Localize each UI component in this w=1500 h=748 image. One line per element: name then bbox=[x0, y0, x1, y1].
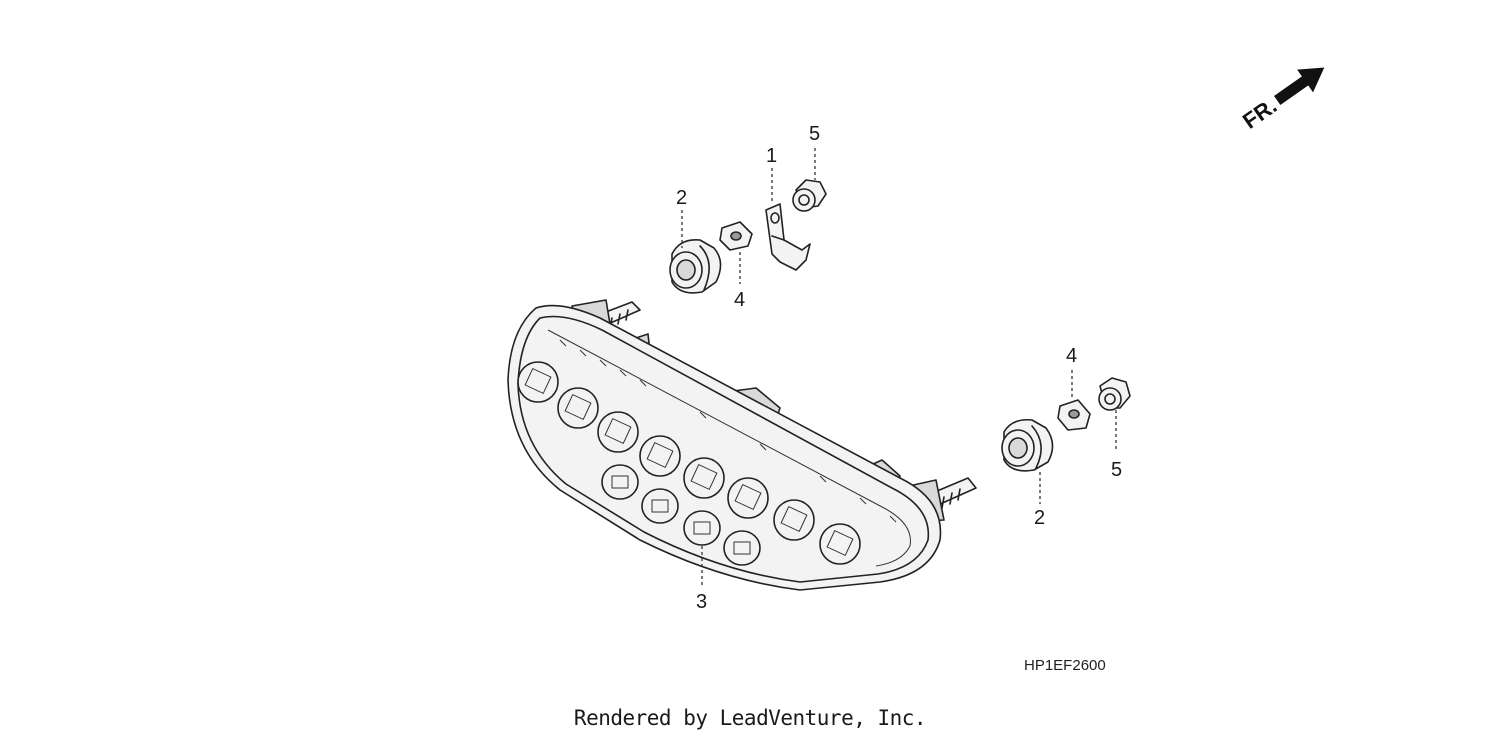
callout-part-4-upper[interactable]: 4 bbox=[734, 289, 745, 311]
direction-label: FR. bbox=[1238, 93, 1281, 134]
washer-plate-upper bbox=[719, 221, 753, 251]
callout-part-1[interactable]: 1 bbox=[766, 145, 777, 167]
taillight-assembly bbox=[507, 299, 977, 591]
led-pods-upper-row bbox=[517, 361, 861, 565]
callout-part-5-lower[interactable]: 5 bbox=[1111, 459, 1122, 481]
callout-part-4-lower[interactable]: 4 bbox=[1066, 345, 1077, 367]
callout-part-3[interactable]: 3 bbox=[696, 591, 707, 613]
led-pods-lower-row bbox=[601, 464, 761, 566]
front-arrow-icon bbox=[1274, 67, 1325, 105]
washer-plate-lower bbox=[1057, 399, 1091, 431]
mounting-bracket bbox=[765, 203, 811, 271]
leader-lines bbox=[681, 148, 1117, 588]
front-direction-indicator: FR. bbox=[1238, 67, 1325, 134]
callout-part-2-lower[interactable]: 2 bbox=[1034, 507, 1045, 529]
flange-nut-lower bbox=[1098, 377, 1131, 411]
rubber-grommet-lower bbox=[1001, 418, 1054, 472]
callout-part-2-upper[interactable]: 2 bbox=[676, 187, 687, 209]
render-credit: Rendered by LeadVenture, Inc. bbox=[573, 706, 927, 730]
callout-part-5-upper[interactable]: 5 bbox=[809, 123, 820, 145]
diagram-code: HP1EF2600 bbox=[1024, 657, 1106, 674]
flange-nut-upper bbox=[792, 179, 827, 212]
rubber-grommet-upper bbox=[669, 238, 722, 294]
callout-numbers: 1 5 2 4 3 4 5 2 bbox=[676, 123, 1122, 613]
